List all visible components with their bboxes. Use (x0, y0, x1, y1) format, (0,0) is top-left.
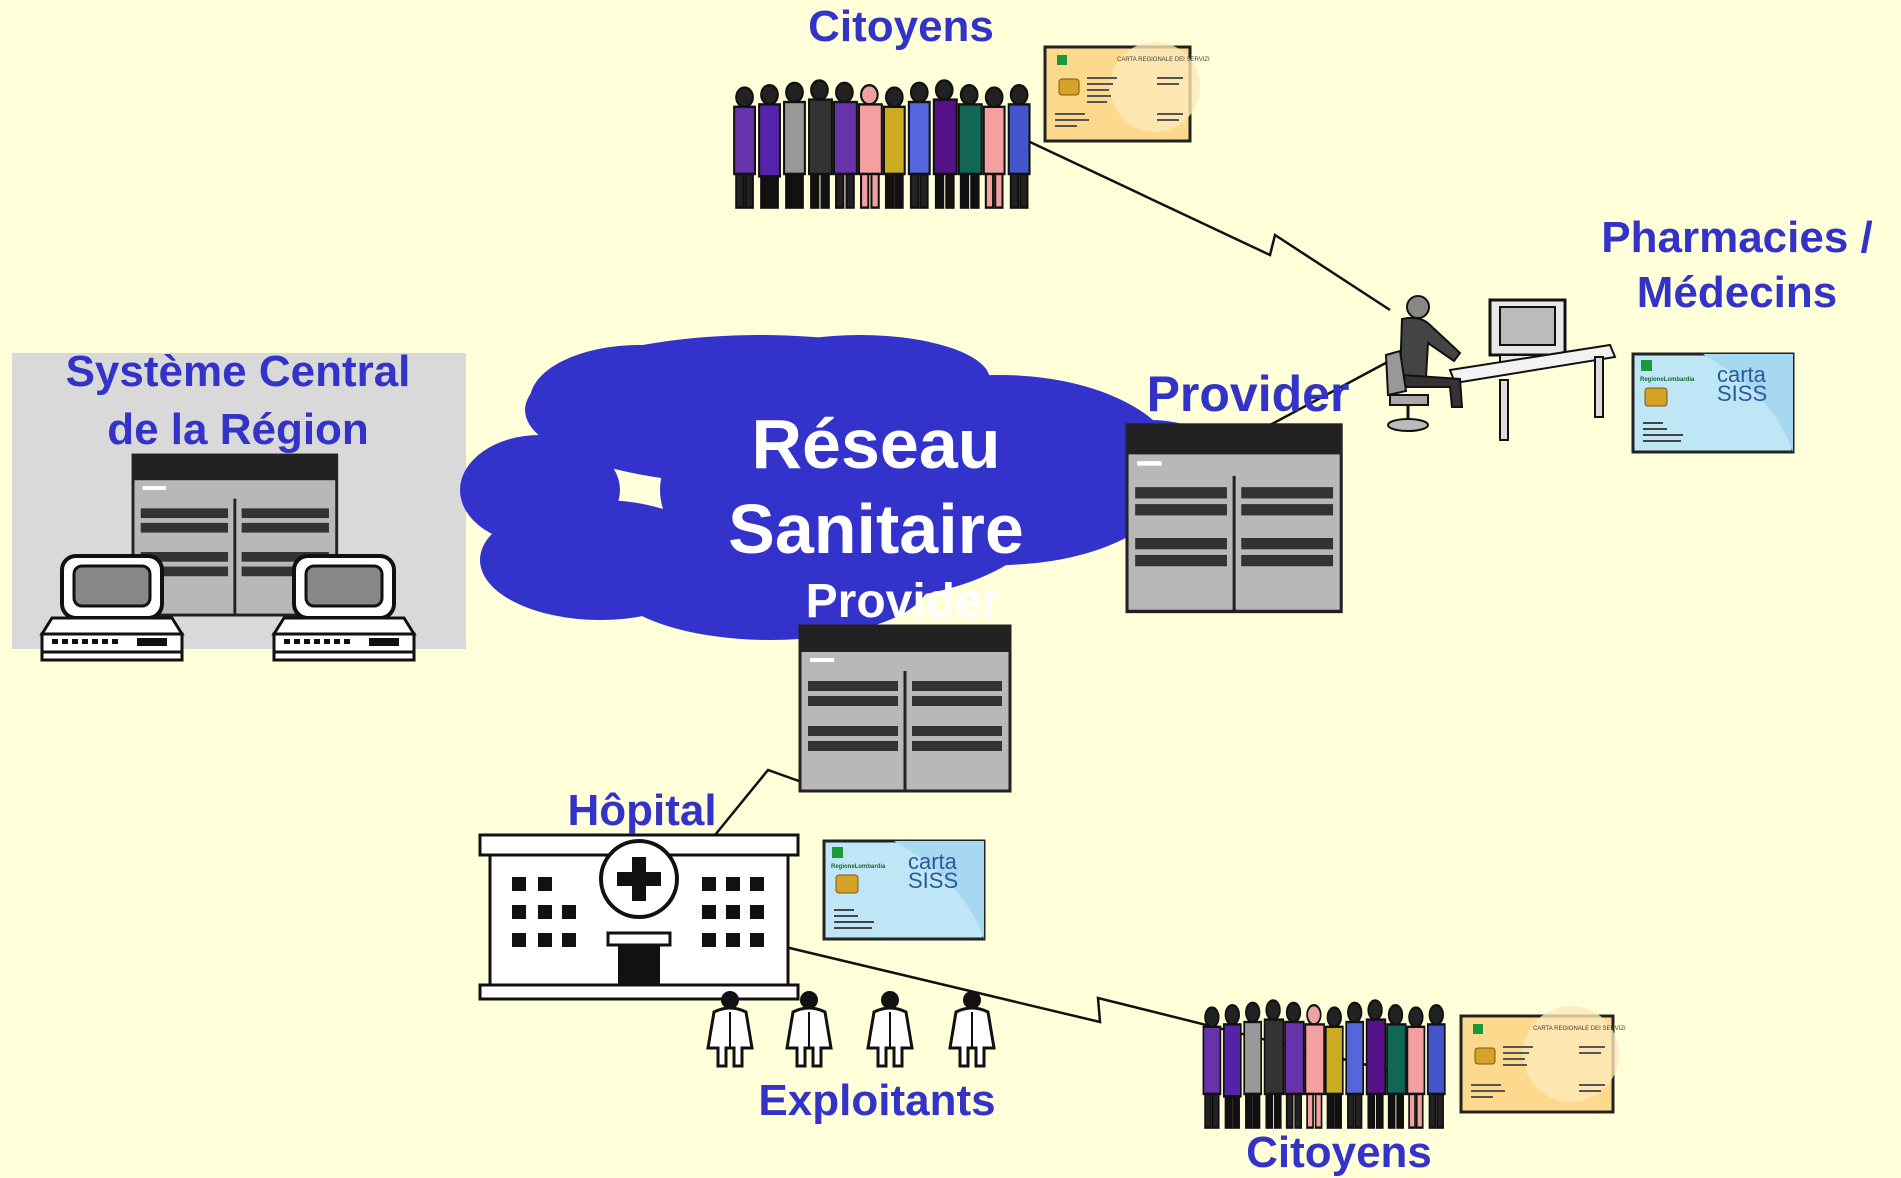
label-systeme-line1: Système Central (65, 347, 411, 396)
doctor-icon-3 (866, 989, 914, 1068)
link-provider-pharmacy (1269, 356, 1396, 427)
link-provider-hospital (714, 768, 811, 836)
provider-server-icon-right (1125, 423, 1343, 614)
network-cloud (460, 335, 1220, 640)
label-hopital: Hôpital (567, 786, 717, 835)
siss-label: SISS (1717, 381, 1767, 406)
doctor-icon-2 (785, 989, 833, 1068)
smart-card-icon-siss-right: RegioneLombardia carta SISS (1631, 352, 1795, 454)
terminal-icon-left (40, 554, 184, 662)
siss-brand-label-hospital: RegioneLombardia (831, 864, 886, 870)
smart-card-icon-siss-hospital: RegioneLombardia carta SISS (822, 839, 986, 941)
crowd-icon-bottom (1202, 999, 1447, 1129)
doctor-icon-4 (948, 989, 996, 1068)
label-exploitants: Exploitants (758, 1076, 996, 1125)
label-provider-center: Provider (805, 575, 1001, 628)
carta-label-hospital: carta (908, 849, 958, 874)
carta-label: carta (1717, 362, 1767, 387)
hospital-icon (478, 833, 800, 1001)
label-systeme-line2: de la Région (107, 405, 369, 454)
crs-card-title-bottom: CARTA REGIONALE DEI SERVIZI (1533, 1026, 1626, 1032)
label-citoyens-bottom: Citoyens (1246, 1128, 1432, 1177)
siss-brand-label: RegioneLombardia (1640, 377, 1695, 383)
crowd-icon-top (732, 79, 1031, 209)
workstation-user-icon (1384, 295, 1617, 441)
label-provider-right: Provider (1146, 366, 1350, 422)
smart-card-icon-crs-bottom: CARTA REGIONALE DEI SERVIZI (1459, 1006, 1626, 1114)
smart-card-icon-crs-top: CARTA REGIONALE DEI SERVIZI (1043, 42, 1210, 143)
label-pharmacies-line1: Pharmacies / (1601, 213, 1873, 262)
doctor-icon-1 (706, 989, 754, 1068)
label-citoyens-top: Citoyens (808, 2, 994, 51)
provider-server-icon-center (798, 624, 1012, 793)
label-pharmacies-line2: Médecins (1636, 268, 1838, 317)
label-sanitaire: Sanitaire (728, 490, 1024, 568)
crs-card-title: CARTA REGIONALE DEI SERVIZI (1117, 57, 1210, 63)
siss-label-hospital: SISS (908, 868, 958, 893)
terminal-icon-right (272, 554, 416, 662)
link-citizens-pharmacy (1029, 140, 1391, 312)
label-reseau: Réseau (751, 405, 1001, 483)
